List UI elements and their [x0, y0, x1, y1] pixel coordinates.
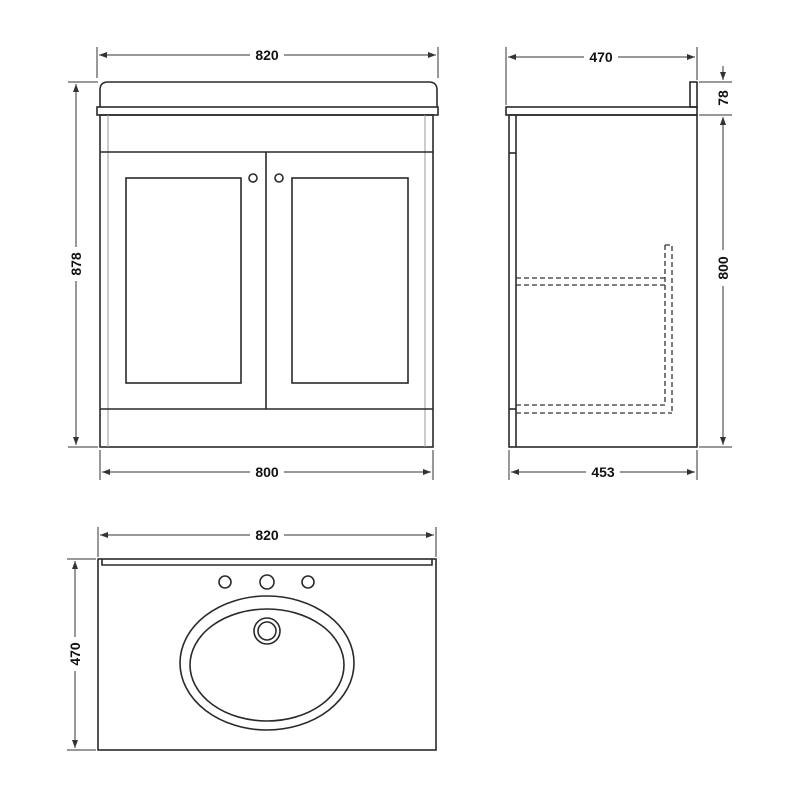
dim-cabinet-height: 800 — [715, 256, 731, 280]
basin-bowl — [189, 608, 345, 722]
side-cabinet-body — [508, 114, 698, 448]
dim-plan-width: 820 — [255, 527, 279, 543]
basin-rim — [179, 595, 355, 731]
dim-cabinet-width: 800 — [255, 464, 279, 480]
waste-inner — [257, 621, 277, 641]
right-door-knob — [274, 173, 284, 183]
waste-outer — [253, 617, 281, 645]
tap-hole-right — [301, 575, 315, 589]
tap-hole-left — [218, 575, 232, 589]
side-worktop-slab — [505, 106, 698, 116]
hidden-back-panel — [664, 244, 673, 413]
front-view: 820 878 800 — [67, 46, 439, 481]
left-door-knob — [248, 173, 258, 183]
dim-upstand-height: 78 — [715, 90, 731, 106]
plan-view: 820 470 — [66, 526, 437, 751]
plan-upstand — [101, 559, 433, 566]
front-upstand — [99, 81, 438, 107]
side-upstand — [689, 81, 698, 108]
front-cabinet-body — [99, 114, 434, 448]
hidden-base-shelf — [516, 404, 672, 414]
front-worktop-slab — [96, 106, 439, 116]
dim-overall-width: 820 — [255, 47, 279, 63]
left-door-panel — [125, 177, 242, 384]
plan-worktop — [97, 558, 437, 751]
dim-plan-depth: 470 — [67, 642, 83, 666]
tap-hole-center — [259, 574, 275, 590]
right-door-panel — [291, 177, 409, 384]
side-view: 470 78 800 453 — [505, 47, 732, 481]
hidden-upper-shelf — [516, 277, 665, 286]
dim-cabinet-depth: 453 — [591, 464, 615, 480]
dim-overall-height: 878 — [68, 252, 84, 276]
dim-overall-depth: 470 — [589, 49, 613, 65]
